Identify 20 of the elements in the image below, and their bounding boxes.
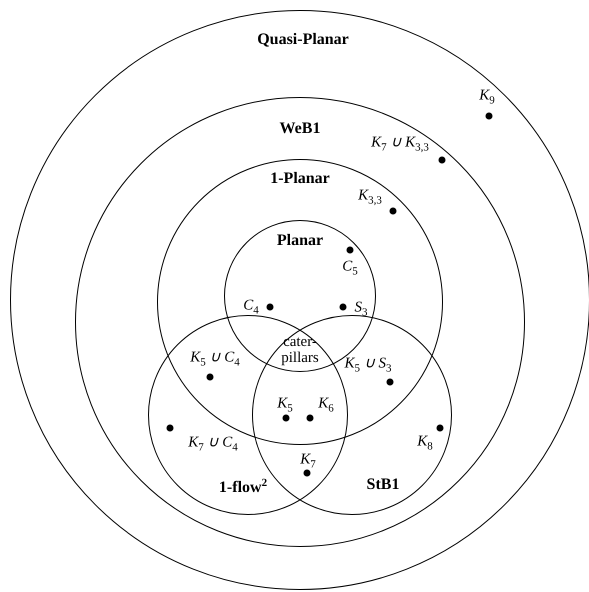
set-heading: Quasi-Planar (257, 31, 349, 49)
set-heading: Planar (276, 232, 324, 250)
graph-label: K$_{8}$ (417, 434, 433, 452)
graph-label: C$_{5}$ (342, 258, 358, 278)
graph-label: K$_{9}$ (479, 88, 495, 106)
set-heading: 1-Planar (270, 170, 330, 188)
graph-label: K$_{7}$ ∪ K$_{3,3}$ (371, 134, 429, 154)
set-heading: WeB1 (280, 120, 320, 138)
graph-label: K$_{5}$ (277, 396, 293, 414)
set-heading: StB1 (366, 476, 400, 494)
graph-label: K$_{5}$ ∪ C$_{4}$ (190, 348, 240, 368)
graph-label: S$_{3}$ (354, 300, 368, 318)
graph-label: K$_{7}$ ∪ C$_{4}$ (188, 434, 238, 454)
graph-label: K$_{7}$ (300, 452, 316, 470)
set-heading: 1-flow$^{2}$ (218, 476, 268, 498)
graph-label: K$_{5}$ ∪ S$_{3}$ (344, 354, 392, 374)
graph-label: K$_{6}$ (318, 396, 334, 414)
graph-label: C$_{4}$ (243, 298, 259, 316)
region-label: cater- pillars (280, 334, 320, 366)
graph-label: K$_{3,3}$ (358, 188, 382, 206)
